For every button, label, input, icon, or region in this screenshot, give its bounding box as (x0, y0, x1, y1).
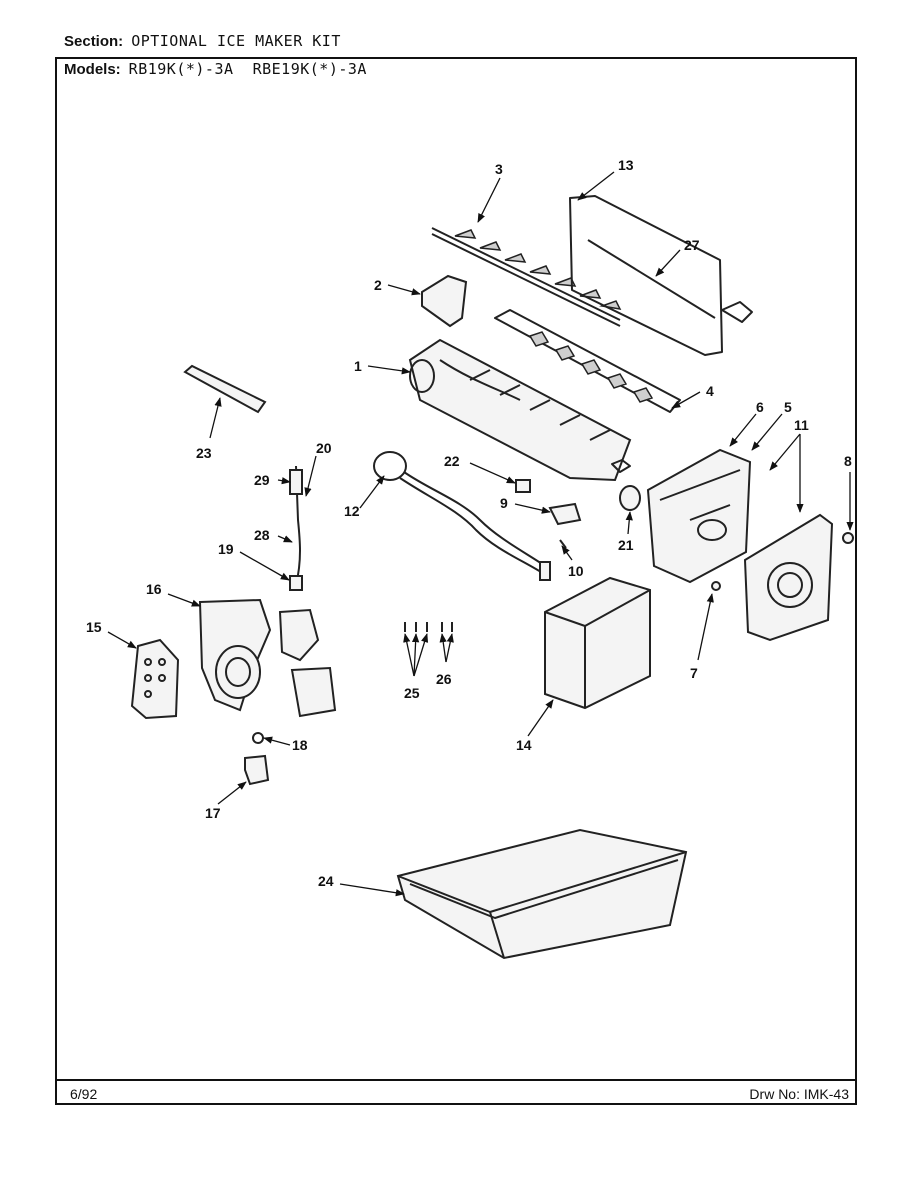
callout-1: 1 (354, 358, 362, 374)
part-front-cover (544, 576, 651, 710)
callout-18: 18 (292, 737, 308, 753)
callout-29: 29 (254, 472, 270, 488)
part-screw-7 (711, 581, 721, 591)
part-ice-stripper (494, 309, 681, 413)
part-mounting-bracket (130, 638, 180, 720)
callout-14: 14 (516, 737, 532, 753)
models-label: Models: (64, 61, 121, 78)
callout-13: 13 (618, 157, 634, 173)
part-screw-8 (842, 532, 854, 544)
part-bearing-bracket (421, 274, 468, 328)
part-motor-coupler (611, 459, 641, 511)
callout-11: 11 (794, 417, 809, 433)
models-heading: Models: RB19K(*)-3A RBE19K(*)-3A (64, 60, 367, 78)
part-cover-shield (569, 195, 723, 356)
callout-5: 5 (784, 399, 792, 415)
footer-drawing-number: Drw No: IMK-43 (749, 1086, 849, 1102)
part-water-valve (198, 598, 337, 718)
callout-10: 10 (568, 563, 584, 579)
callout-6: 6 (756, 399, 764, 415)
callout-9: 9 (500, 495, 508, 511)
part-ice-bucket (396, 828, 688, 960)
callout-7: 7 (690, 665, 698, 681)
part-shutoff-arm (587, 239, 753, 323)
callout-16: 16 (146, 581, 162, 597)
part-screws-25-26 (404, 622, 453, 632)
leader-lines (107, 171, 854, 897)
callout-labels: 1 2 3 4 5 6 7 8 9 10 11 12 13 14 15 16 1… (86, 157, 852, 889)
models-value: RB19K(*)-3A RBE19K(*)-3A (128, 60, 367, 78)
section-label: Section: (64, 33, 124, 50)
callout-25: 25 (404, 685, 420, 701)
callout-28: 28 (254, 527, 270, 543)
part-compression-fitting (244, 754, 270, 786)
diagram-frame (55, 57, 857, 1105)
part-washer (252, 732, 264, 744)
callout-17: 17 (205, 805, 221, 821)
callout-21: 21 (618, 537, 634, 553)
callout-12: 12 (344, 503, 360, 519)
callout-22: 22 (444, 453, 460, 469)
callout-23: 23 (196, 445, 212, 461)
callout-26: 26 (436, 671, 452, 687)
part-wiring-harness (373, 451, 551, 581)
callout-8: 8 (844, 453, 852, 469)
part-ejector-shaft (431, 227, 622, 327)
part-fill-tube-insulation (183, 364, 267, 414)
callout-2: 2 (374, 277, 382, 293)
callout-3: 3 (495, 161, 503, 177)
callout-24: 24 (318, 873, 334, 889)
part-support-bracket (548, 502, 582, 526)
callout-19: 19 (218, 541, 234, 557)
section-heading: Section: OPTIONAL ICE MAKER KIT (64, 32, 341, 50)
footer-date: 6/92 (70, 1086, 98, 1102)
part-mold-heater (408, 338, 632, 482)
callout-20: 20 (316, 440, 332, 456)
callout-4: 4 (706, 383, 714, 399)
part-motor-module (743, 513, 834, 642)
callout-27: 27 (684, 237, 700, 253)
part-control-housing (646, 448, 752, 584)
section-value: OPTIONAL ICE MAKER KIT (131, 32, 341, 50)
footer-rule (55, 1079, 857, 1081)
part-mold-support (515, 479, 531, 493)
callout-15: 15 (86, 619, 102, 635)
part-fill-tube (289, 465, 303, 591)
